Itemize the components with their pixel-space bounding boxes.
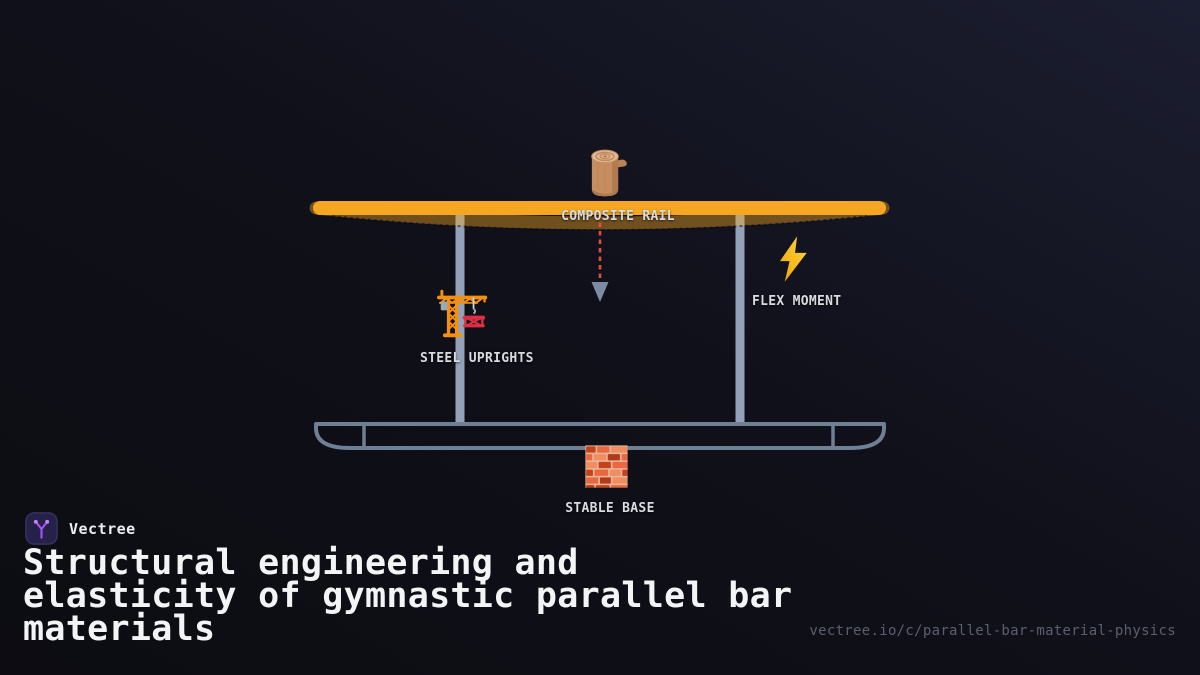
title-line-1: Structural engineering and [23, 543, 579, 583]
flex-moment-label: FLEX MOMENT [752, 294, 842, 309]
title-line-2: elasticity of gymnastic parallel bar [23, 576, 793, 616]
lightning-icon [779, 236, 807, 282]
load-force-arrowhead [591, 282, 609, 302]
stable-base-label: STABLE BASE [565, 501, 655, 516]
title-line-3: materials [23, 609, 216, 649]
page-title: Structural engineering and elasticity of… [23, 543, 923, 649]
footer-url: vectree.io/c/parallel-bar-material-physi… [809, 623, 1176, 639]
crane-icon [437, 289, 488, 338]
rail-sag-edge [331, 215, 868, 231]
steel-uprights-label: STEEL UPRIGHTS [420, 351, 534, 366]
wood-log-icon [591, 149, 627, 197]
brand-row: Vectree [25, 512, 136, 545]
brand-name: Vectree [69, 519, 136, 538]
steel-uprights-bars [455, 206, 745, 424]
brick-icon [585, 445, 628, 488]
stable-base-outline [314, 422, 886, 450]
composite-rail-label: COMPOSITE RAIL [561, 209, 675, 224]
vectree-logo-icon [25, 512, 58, 545]
composite-rail-bar [313, 201, 886, 215]
